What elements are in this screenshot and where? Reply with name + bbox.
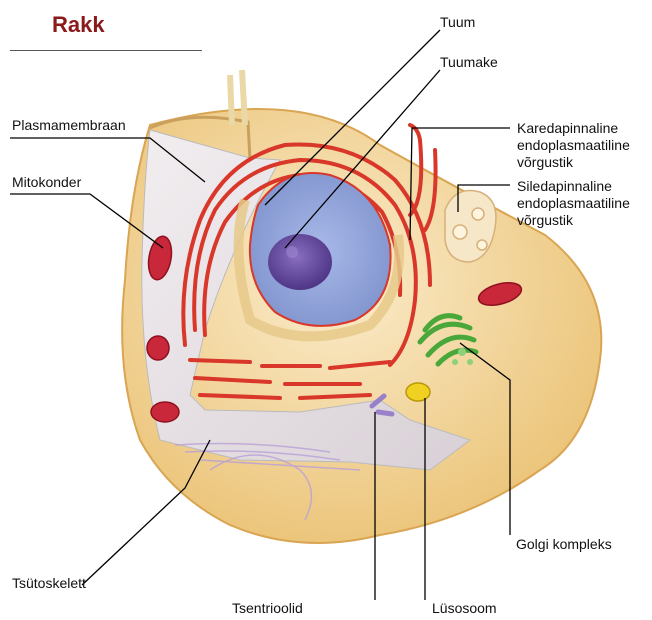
label-plasmamembraan: Plasmamembraan [12, 117, 126, 134]
label-sile-er-line3: võrgustik [517, 212, 630, 229]
label-kare-er-line1: Karedapinnaline [517, 120, 630, 137]
label-tuumake: Tuumake [440, 54, 498, 71]
label-kare-er: Karedapinnaline endoplasmaatiline võrgus… [517, 120, 630, 171]
lysosome [406, 383, 430, 401]
label-sile-er-line1: Siledapinnaline [517, 178, 630, 195]
nucleolus [268, 234, 332, 290]
label-tsentrioolid: Tsentrioolid [232, 600, 303, 617]
label-sile-er: Siledapinnaline endoplasmaatiline võrgus… [517, 178, 630, 229]
label-golgi: Golgi kompleks [516, 536, 612, 553]
label-kare-er-line3: võrgustik [517, 154, 630, 171]
label-lusosoom: Lüsosoom [432, 600, 497, 617]
label-mitokonder: Mitokonder [12, 174, 81, 191]
label-kare-er-line2: endoplasmaatiline [517, 137, 630, 154]
label-tsutoskelett: Tsütoskelett [12, 575, 86, 592]
label-tuum: Tuum [440, 14, 475, 31]
label-sile-er-line2: endoplasmaatiline [517, 195, 630, 212]
